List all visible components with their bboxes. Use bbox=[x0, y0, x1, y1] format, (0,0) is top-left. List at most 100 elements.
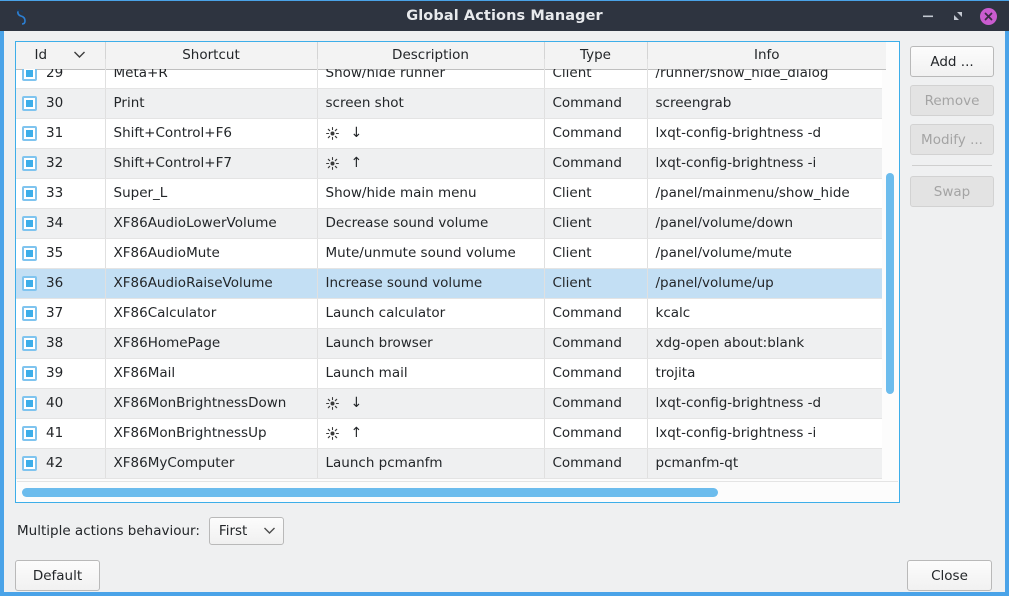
row-id-label: 39 bbox=[46, 365, 63, 381]
footer-row: Default Close bbox=[15, 545, 994, 591]
cell-info: screengrab bbox=[647, 88, 886, 118]
table-row[interactable]: 40XF86MonBrightnessDown↓Commandlxqt-conf… bbox=[16, 388, 886, 418]
row-id-label: 34 bbox=[46, 215, 63, 231]
row-checkbox[interactable] bbox=[22, 336, 37, 351]
cell-type: Command bbox=[544, 358, 647, 388]
add-button[interactable]: Add ... bbox=[910, 46, 994, 77]
cell-info: /panel/mainmenu/show_hide bbox=[647, 178, 886, 208]
row-checkbox[interactable] bbox=[22, 216, 37, 231]
cell-info: pcmanfm-qt bbox=[647, 448, 886, 478]
column-header-type[interactable]: Type bbox=[544, 42, 647, 69]
row-checkbox[interactable] bbox=[22, 426, 37, 441]
vertical-scrollbar-thumb[interactable] bbox=[886, 173, 894, 394]
actions-table[interactable]: Id Shortcut Description Type bbox=[16, 42, 886, 479]
table-row[interactable]: 32Shift+Control+F7↑Commandlxqt-config-br… bbox=[16, 148, 886, 178]
cell-shortcut: Super_L bbox=[105, 178, 317, 208]
row-checkbox[interactable] bbox=[22, 126, 37, 141]
table-row[interactable]: 33 Super_LShow/hide main menuClient/panel… bbox=[16, 178, 886, 208]
close-icon[interactable] bbox=[980, 8, 997, 25]
table-row[interactable]: 30Printscreen shotCommandscreengrab bbox=[16, 88, 886, 118]
cell-info: lxqt-config-brightness -i bbox=[647, 418, 886, 448]
app-icon bbox=[8, 2, 38, 30]
cell-shortcut: XF86AudioRaiseVolume bbox=[105, 268, 317, 298]
cell-type: Command bbox=[544, 388, 647, 418]
column-header-description[interactable]: Description bbox=[317, 42, 544, 69]
modify-button[interactable]: Modify ... bbox=[910, 124, 994, 155]
row-checkbox[interactable] bbox=[22, 156, 37, 171]
row-checkbox[interactable] bbox=[22, 96, 37, 111]
vertical-scrollbar[interactable] bbox=[882, 70, 898, 480]
row-checkbox[interactable] bbox=[22, 186, 37, 201]
default-button[interactable]: Default bbox=[15, 560, 100, 591]
cell-description: ↓ bbox=[317, 118, 544, 148]
cell-id: 37 bbox=[16, 298, 105, 328]
row-id-label: 40 bbox=[46, 395, 63, 411]
window-controls bbox=[920, 8, 1009, 25]
cell-shortcut: XF86HomePage bbox=[105, 328, 317, 358]
cell-info: /panel/volume/mute bbox=[647, 238, 886, 268]
column-header-shortcut[interactable]: Shortcut bbox=[105, 42, 317, 69]
table-row[interactable]: 41XF86MonBrightnessUp↑Commandlxqt-config… bbox=[16, 418, 886, 448]
horizontal-scrollbar[interactable] bbox=[17, 481, 898, 501]
cell-shortcut: XF86AudioMute bbox=[105, 238, 317, 268]
cell-type: Client bbox=[544, 208, 647, 238]
table-row[interactable]: 31Shift+Control+F6↓Commandlxqt-config-br… bbox=[16, 118, 886, 148]
cell-type: Command bbox=[544, 88, 647, 118]
column-header-info[interactable]: Info bbox=[647, 42, 886, 69]
cell-info: kcalc bbox=[647, 298, 886, 328]
cell-id: 33 bbox=[16, 178, 105, 208]
behaviour-select[interactable]: First bbox=[209, 517, 284, 545]
table-row[interactable]: 35XF86AudioMuteMute/unmute sound volumeC… bbox=[16, 238, 886, 268]
dialog-body: Id Shortcut Description Type bbox=[4, 31, 1005, 592]
titlebar[interactable]: Global Actions Manager bbox=[0, 0, 1009, 31]
cell-id: 41 bbox=[16, 418, 105, 448]
remove-button[interactable]: Remove bbox=[910, 85, 994, 116]
column-header-id[interactable]: Id bbox=[16, 42, 105, 69]
table-row[interactable]: 37XF86CalculatorLaunch calculatorCommand… bbox=[16, 298, 886, 328]
table-row[interactable]: 34XF86AudioLowerVolumeDecrease sound vol… bbox=[16, 208, 886, 238]
cell-type: Client bbox=[544, 238, 647, 268]
brightness-sun-icon bbox=[326, 427, 339, 440]
row-checkbox[interactable] bbox=[22, 366, 37, 381]
row-id-label: 42 bbox=[46, 455, 63, 471]
row-checkbox[interactable] bbox=[22, 276, 37, 291]
table-row[interactable]: 42XF86MyComputerLaunch pcmanfmCommandpcm… bbox=[16, 448, 886, 478]
cell-description: ↑ bbox=[317, 418, 544, 448]
swap-button[interactable]: Swap bbox=[910, 176, 994, 207]
row-id-label: 37 bbox=[46, 305, 63, 321]
cell-type: Client bbox=[544, 178, 647, 208]
table-body: 29Meta+RShow/hide runnerClient/runner/sh… bbox=[16, 58, 886, 478]
brightness-sun-icon bbox=[326, 397, 339, 410]
cell-description: Launch mail bbox=[317, 358, 544, 388]
minimize-icon[interactable] bbox=[920, 8, 936, 24]
cell-description: Show/hide main menu bbox=[317, 178, 544, 208]
maximize-icon[interactable] bbox=[950, 8, 966, 24]
cell-id: 31 bbox=[16, 118, 105, 148]
row-id-label: 33 bbox=[46, 185, 63, 201]
table-row[interactable]: 39XF86MailLaunch mailCommandtrojita bbox=[16, 358, 886, 388]
row-checkbox[interactable] bbox=[22, 396, 37, 411]
row-checkbox[interactable] bbox=[22, 306, 37, 321]
row-id-label: 38 bbox=[46, 335, 63, 351]
cell-id: 35 bbox=[16, 238, 105, 268]
row-id-label: 35 bbox=[46, 245, 63, 261]
cell-id: 36 bbox=[16, 268, 105, 298]
column-header-id-label: Id bbox=[34, 47, 47, 63]
cell-shortcut: XF86MonBrightnessUp bbox=[105, 418, 317, 448]
table-row[interactable]: 36XF86AudioRaiseVolumeIncrease sound vol… bbox=[16, 268, 886, 298]
row-checkbox[interactable] bbox=[22, 456, 37, 471]
cell-type: Command bbox=[544, 418, 647, 448]
cell-shortcut: XF86MyComputer bbox=[105, 448, 317, 478]
row-checkbox[interactable] bbox=[22, 246, 37, 261]
cell-info: lxqt-config-brightness -d bbox=[647, 388, 886, 418]
cell-description: Launch browser bbox=[317, 328, 544, 358]
behaviour-select-value: First bbox=[219, 523, 247, 539]
cell-id: 34 bbox=[16, 208, 105, 238]
table-row[interactable]: 38XF86HomePageLaunch browserCommandxdg-o… bbox=[16, 328, 886, 358]
table-scroll-area[interactable]: Id Shortcut Description Type bbox=[16, 42, 899, 502]
horizontal-scrollbar-thumb[interactable] bbox=[22, 488, 718, 497]
cell-shortcut: Print bbox=[105, 88, 317, 118]
cell-description: Launch pcmanfm bbox=[317, 448, 544, 478]
close-button[interactable]: Close bbox=[907, 560, 992, 591]
cell-type: Client bbox=[544, 268, 647, 298]
